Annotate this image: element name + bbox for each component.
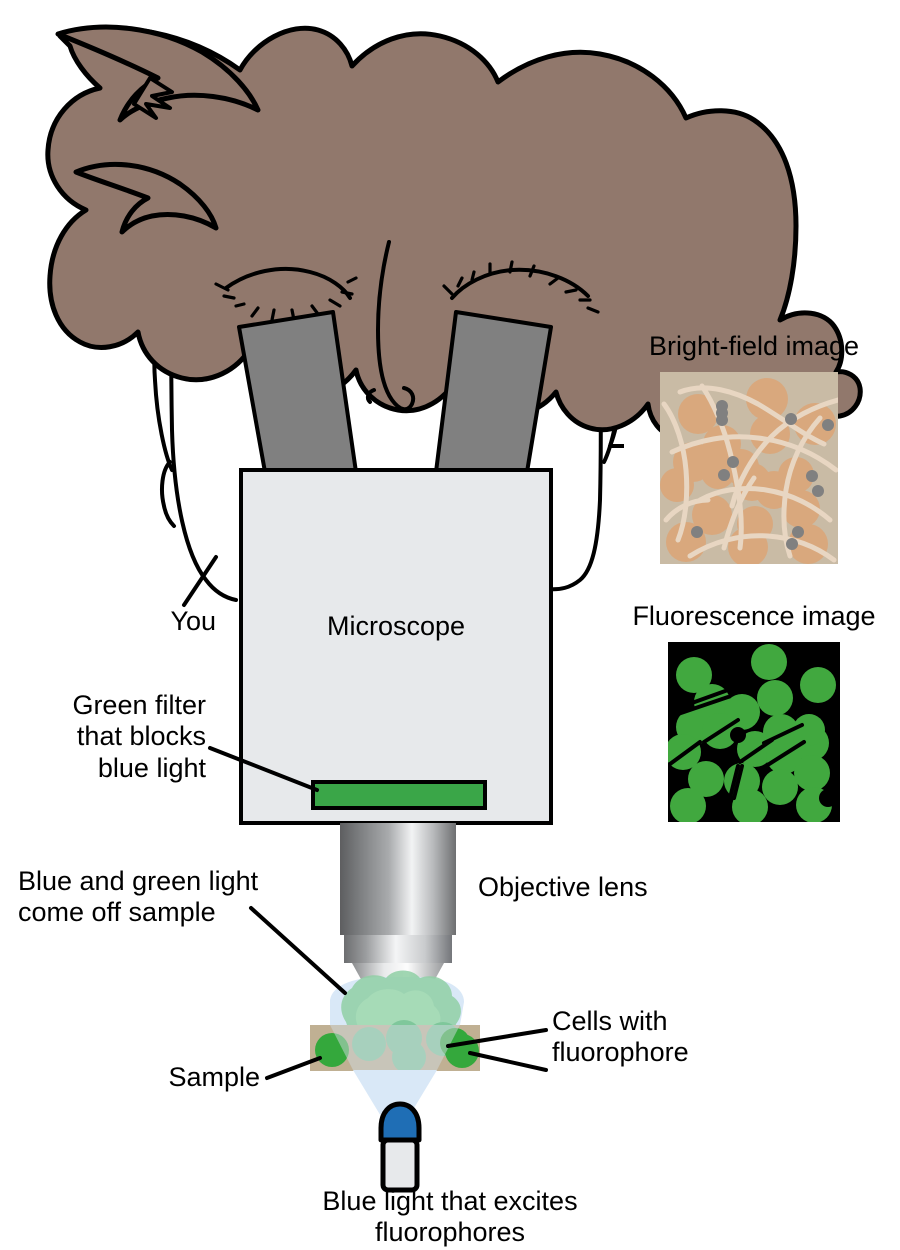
blue-light-cone-down	[353, 1070, 437, 1118]
lamp-body	[380, 1137, 420, 1193]
label-you: You	[170, 606, 216, 636]
objective-lens	[340, 823, 456, 992]
hair-wisp-upper	[55, 24, 261, 123]
eyepiece-left	[237, 310, 358, 474]
left-eyelid	[224, 266, 352, 300]
label-blue-green-off-sample: Blue and green light come off sample	[18, 866, 259, 928]
fluorescence-image	[668, 642, 840, 822]
leader-lines	[182, 555, 548, 1080]
nose-nostril	[365, 388, 376, 404]
lens-barrel-upper	[340, 823, 456, 935]
right-eyelashes	[442, 260, 600, 314]
lamp-light-source	[378, 1101, 422, 1193]
hair-wisp-lower	[73, 161, 219, 235]
nose	[375, 240, 416, 412]
label-green-filter: Green filter that blocks blue light	[72, 690, 206, 783]
brightfield-image	[660, 372, 838, 564]
hair-spike	[132, 76, 174, 120]
green-emission-blob-2	[355, 989, 441, 1036]
leader-sample	[265, 1056, 322, 1080]
brightfield-dots	[691, 400, 834, 550]
lens-barrel-mid	[344, 935, 452, 963]
label-sample: Sample	[168, 1062, 260, 1092]
cone-slide-overlay	[330, 1025, 460, 1070]
brightfield-fibers	[661, 383, 838, 563]
fluorescence-notches	[730, 727, 837, 807]
label-blue-light-excites: Blue light that excites fluorophores	[322, 1186, 578, 1248]
leader-you	[182, 555, 218, 607]
green-filter-bar	[311, 780, 487, 810]
leader-green-filter	[208, 746, 319, 792]
eyepiece-right	[434, 310, 553, 474]
right-eyelid	[450, 267, 590, 300]
leader-cells-with-fluorophore-1	[446, 1028, 548, 1048]
leader-blue-green-off-sample	[249, 906, 347, 995]
left-ear-inner	[160, 460, 176, 528]
fluorescence-cuts	[668, 688, 806, 800]
label-microscope: Microscope	[326, 611, 466, 641]
lamp-blue-tip	[378, 1101, 422, 1143]
leader-cells-with-fluorophore-2	[468, 1051, 548, 1072]
microscope-body	[239, 468, 553, 825]
eyepieces	[237, 310, 553, 474]
label-cells-with-fluorophore: Cells with fluorophore	[552, 1006, 689, 1068]
label-fluorescence-title: Fluorescence image	[632, 601, 876, 631]
label-objective-lens: Objective lens	[478, 872, 648, 902]
label-brightfield-title: Bright-field image	[648, 331, 860, 361]
right-eye	[442, 260, 600, 314]
